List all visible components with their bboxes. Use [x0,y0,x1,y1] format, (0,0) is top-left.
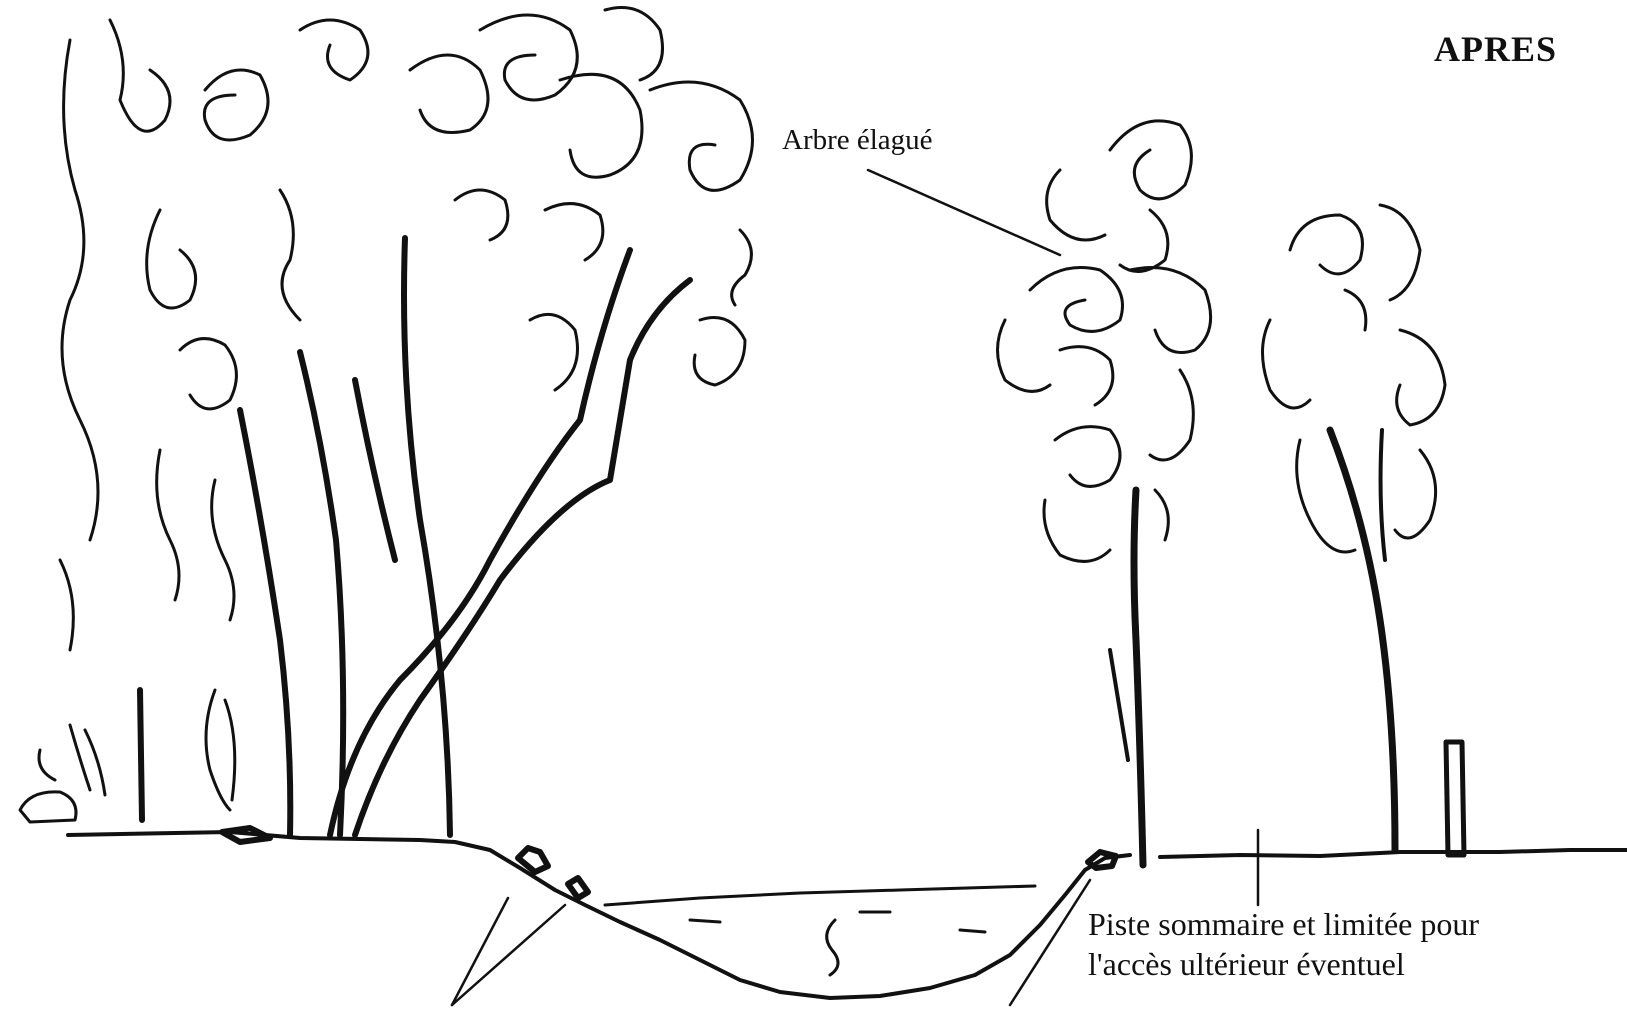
foliage-scribble-20 [732,230,752,305]
left-trunks [140,238,690,835]
foliage-scribble-4 [300,20,368,80]
leader-pruned-tree [868,170,1060,255]
right-crown-scribble-7 [1345,290,1366,330]
post-outline [1446,742,1464,855]
water-reed [827,920,838,975]
crown-scribble-10 [1044,500,1110,561]
foliage-scribble-2 [110,20,170,131]
page-title: APRES [1434,28,1557,70]
water-line [605,886,1035,905]
water-surface [605,886,1035,975]
right-crown-scribble-5 [1297,440,1355,552]
foliage-scribble-1 [62,40,98,540]
foliage-scribble-8 [650,82,753,190]
leader-bank-1 [452,898,508,1005]
crown-scribble-7 [1060,347,1113,405]
right-crown-scribble-6 [1395,450,1436,538]
crown-scribble-9 [1055,427,1120,487]
trunk-5 [330,250,630,835]
shrub-1 [20,792,76,822]
right-crown-scribble-1 [1290,215,1363,274]
rubble-left-2 [568,878,588,898]
shrub-3 [206,690,235,810]
left-shrubs [20,690,235,822]
foliage-scribble-14 [545,204,603,260]
pruned-tree-stem [1110,650,1128,760]
foliage-scribble-6 [480,15,577,100]
foliage-scribble-9 [605,8,663,81]
right-crown-scribble-2 [1380,205,1420,300]
right-crown-scribble-4 [1397,330,1445,425]
foliage-scribble-3 [204,70,268,140]
water-ripple-3 [960,930,985,932]
crown-scribble-11 [1155,490,1168,540]
crown-scribble-3 [1120,210,1168,271]
foliage-scribble-12 [280,190,300,320]
track-label-line-2: l'accès ultérieur éventuel [1088,946,1405,983]
crown-scribble-6 [998,320,1051,391]
right-tree-branch [1381,430,1385,560]
trunk-6 [140,690,142,820]
leader-bank-2 [452,905,565,1005]
foliage-scribble-18 [157,450,179,600]
water-ripple [690,920,720,922]
trunk-7 [355,380,395,560]
shrub-2 [39,725,105,795]
pruned-tree-trunk [1134,490,1143,865]
pruned-tree-label: Arbre élagué [782,124,933,157]
foliage-scribble-11 [180,339,236,409]
foliage-scribble-13 [455,190,508,240]
trunk-2 [300,352,343,835]
pruned-tree-crown [998,121,1211,562]
right-tree [1263,205,1446,850]
fence-post [1446,742,1464,855]
crown-scribble-8 [1150,370,1193,460]
trunk-1 [240,410,290,835]
left-bank-ground [68,832,1130,998]
track-label-line-1: Piste sommaire et limitée pour [1088,906,1479,943]
crown-scribble-1 [1110,121,1191,199]
foliage-scribble-5 [410,55,488,133]
foliage-scribble-10 [147,210,196,308]
foliage-scribble-15 [694,318,745,386]
crown-scribble-4 [1030,268,1123,332]
foliage-scribble-7 [560,74,642,177]
foliage-scribble-19 [212,480,234,620]
foliage-scribble-17 [60,560,73,650]
foliage-scribble-16 [530,314,578,390]
right-tree-trunk [1330,430,1395,850]
right-crown-scribble-3 [1263,320,1311,408]
pruned-tree [998,121,1211,865]
crown-scribble-5 [1130,268,1211,353]
trunk-3 [404,238,450,835]
crown-scribble-2 [1047,170,1105,240]
